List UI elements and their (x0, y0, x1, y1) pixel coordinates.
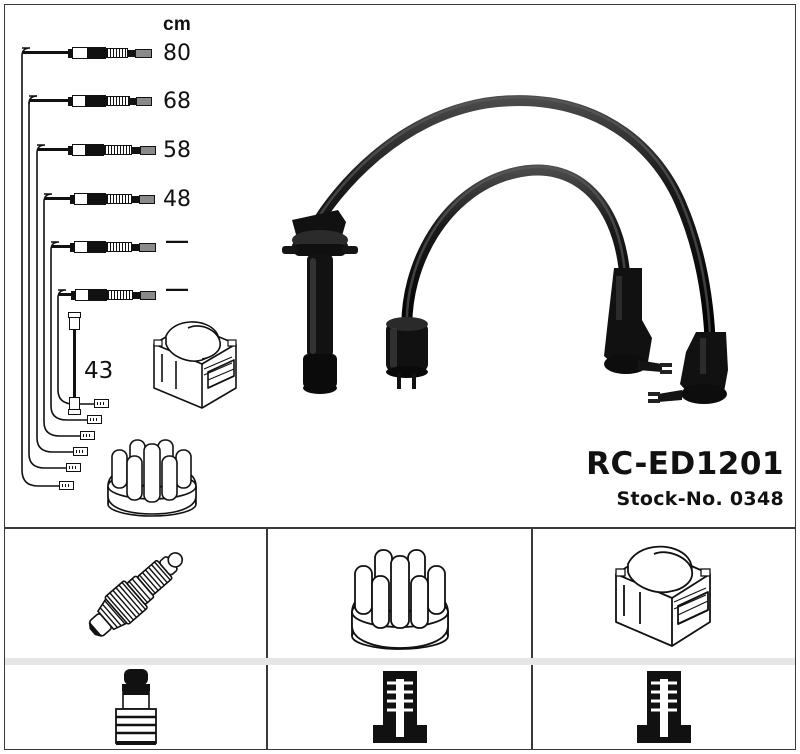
cable-connector-glyph (68, 143, 156, 157)
legend-row-3 (38, 143, 156, 157)
sheet-border (4, 4, 796, 750)
bundle-terminal (94, 399, 109, 408)
distributor-terminal-icon (369, 669, 431, 745)
legend-length-4: 48 (163, 187, 191, 212)
panel-spark-plug-top (5, 528, 266, 658)
panel-distributor-cap (268, 528, 531, 750)
cable-bundle-routing (0, 40, 120, 520)
panel-spark-plug-bottom (5, 661, 266, 750)
legend-row-1 (22, 46, 152, 60)
horizontal-divider (4, 527, 796, 529)
ignition-coil-icon (608, 540, 720, 650)
spark-plug-boot-icon (108, 667, 164, 747)
short-cable-length-label: 43 (84, 358, 114, 384)
cable-lead (58, 293, 71, 296)
cable-connector-glyph (68, 46, 152, 60)
bundle-terminal (80, 431, 95, 440)
legend-length-1: 80 (163, 41, 191, 66)
cable-connector-glyph (70, 240, 156, 254)
cable-length-legend: cm 80 68 (0, 0, 230, 527)
short-cable-top-end (69, 317, 80, 330)
bundle-terminal (87, 415, 102, 424)
product-stock-number: Stock-No. 0348 (616, 488, 784, 510)
bundle-terminal (66, 463, 81, 472)
legend-row-5 (52, 240, 156, 254)
panel-row-separator-band (5, 658, 795, 665)
cable-connector-glyph (71, 288, 156, 302)
short-cable-body (73, 330, 76, 399)
distributor-cap-icon (98, 434, 206, 518)
panel-spark-plug (5, 528, 266, 750)
short-cable-43 (62, 312, 102, 422)
panel-divider-2 (531, 527, 533, 750)
ignition-cable-set-photo (276, 70, 786, 420)
cable-lead (38, 148, 68, 151)
short-cable-bottom-tab (68, 409, 81, 415)
cable-lead (22, 51, 68, 54)
panel-ignition-coil-top (533, 528, 795, 658)
coil-terminal-icon (633, 669, 695, 745)
product-name: RC-ED1201 (586, 446, 784, 482)
cable-lead (30, 99, 68, 102)
panel-ignition-coil (533, 528, 795, 750)
bundle-terminal (73, 447, 88, 456)
spark-plug-icon (76, 534, 196, 654)
panel-divider-1 (266, 527, 268, 750)
legend-length-5: — (166, 228, 188, 253)
panel-ignition-coil-bottom (533, 661, 795, 750)
cable-connector-glyph (70, 192, 155, 206)
legend-row-4 (45, 192, 155, 206)
cable-connector-glyph (68, 94, 152, 108)
legend-length-3: 58 (163, 138, 191, 163)
legend-length-6: — (166, 276, 188, 301)
unit-header: cm (163, 14, 192, 35)
legend-row-6 (58, 288, 156, 302)
panel-distributor-cap-bottom (268, 661, 531, 750)
bundle-terminal (59, 481, 74, 490)
panel-distributor-cap-top (268, 528, 531, 658)
cable-lead (45, 197, 70, 200)
legend-row-2 (30, 94, 152, 108)
legend-length-2: 68 (163, 89, 191, 114)
ignition-coil-icon (144, 314, 246, 414)
distributor-cap-icon (342, 536, 458, 652)
cable-lead (52, 245, 70, 248)
